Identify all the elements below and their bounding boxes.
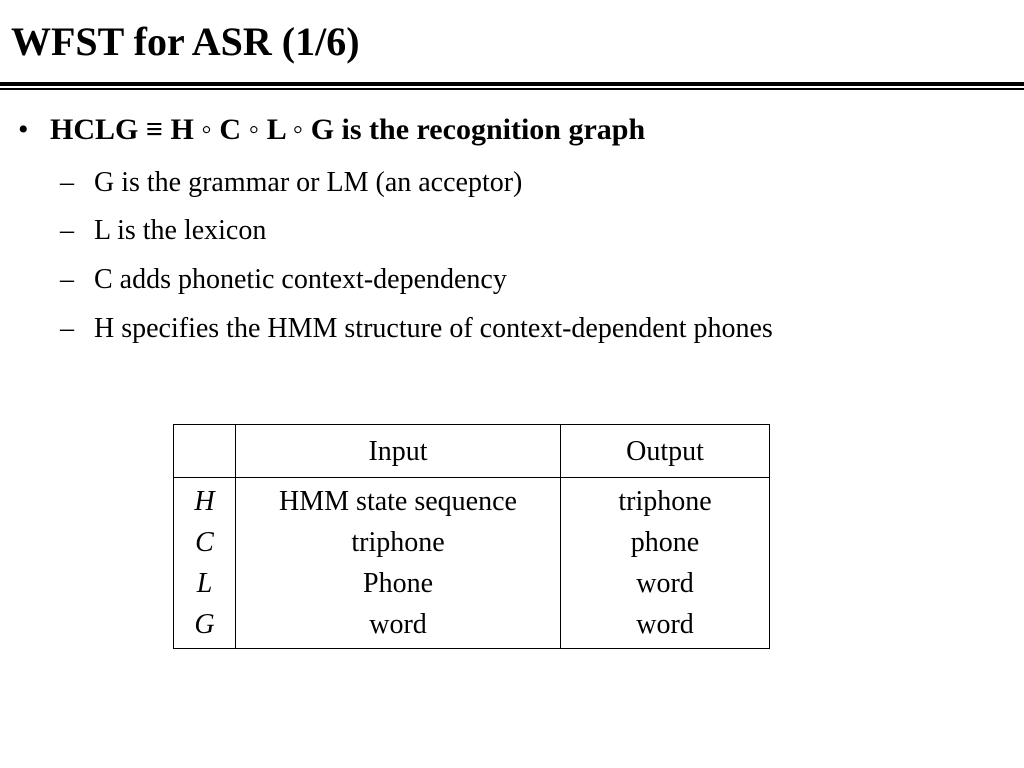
- table-cell-symbol: L: [196, 568, 213, 599]
- header-output: Output: [560, 424, 770, 478]
- symbol-column: H C L G: [173, 477, 236, 649]
- header-input: Input: [235, 424, 561, 478]
- table-cell-output: phone: [630, 527, 700, 558]
- table-cell-input: Phone: [363, 568, 433, 599]
- sub-bullet-marker: –: [60, 264, 74, 295]
- sub-bullet-text: H specifies the HMM structure of context…: [94, 313, 773, 344]
- main-bullet-text: HCLG ≡ H ◦ C ◦ L ◦ G is the recognition …: [50, 113, 646, 146]
- table-cell-input: HMM state sequence: [279, 486, 517, 517]
- header-symbol: [173, 424, 236, 478]
- table-cell-symbol: H: [194, 486, 215, 517]
- sub-bullet-marker: –: [60, 215, 74, 246]
- sub-bullet-marker: –: [60, 313, 74, 344]
- sub-bullet-text: G is the grammar or LM (an acceptor): [94, 167, 523, 198]
- table-cell-output: word: [636, 568, 694, 599]
- sub-bullet-text: C adds phonetic context-dependency: [94, 264, 507, 295]
- table-header-row: Input Output: [173, 424, 770, 478]
- title-rule-thin: [0, 88, 1024, 90]
- transducer-table: Input Output H C L G HMM state sequence …: [173, 424, 770, 649]
- sub-bullet-text: L is the lexicon: [94, 215, 267, 246]
- sub-bullet-marker: –: [60, 167, 74, 198]
- table-cell-input: triphone: [351, 527, 445, 558]
- table-cell-input: word: [369, 609, 427, 640]
- title-rule-thick: [0, 82, 1024, 86]
- input-column: HMM state sequence triphone Phone word: [235, 477, 561, 649]
- slide-title: WFST for ASR (1/6): [11, 19, 360, 64]
- output-column: triphone phone word word: [560, 477, 770, 649]
- table-cell-output: word: [636, 609, 694, 640]
- table-body-row: H C L G HMM state sequence triphone Phon…: [173, 477, 770, 649]
- table-cell-symbol: G: [194, 609, 215, 640]
- table-cell-output: triphone: [618, 486, 712, 517]
- bullet-marker: •: [18, 113, 29, 146]
- table-cell-symbol: C: [195, 527, 214, 558]
